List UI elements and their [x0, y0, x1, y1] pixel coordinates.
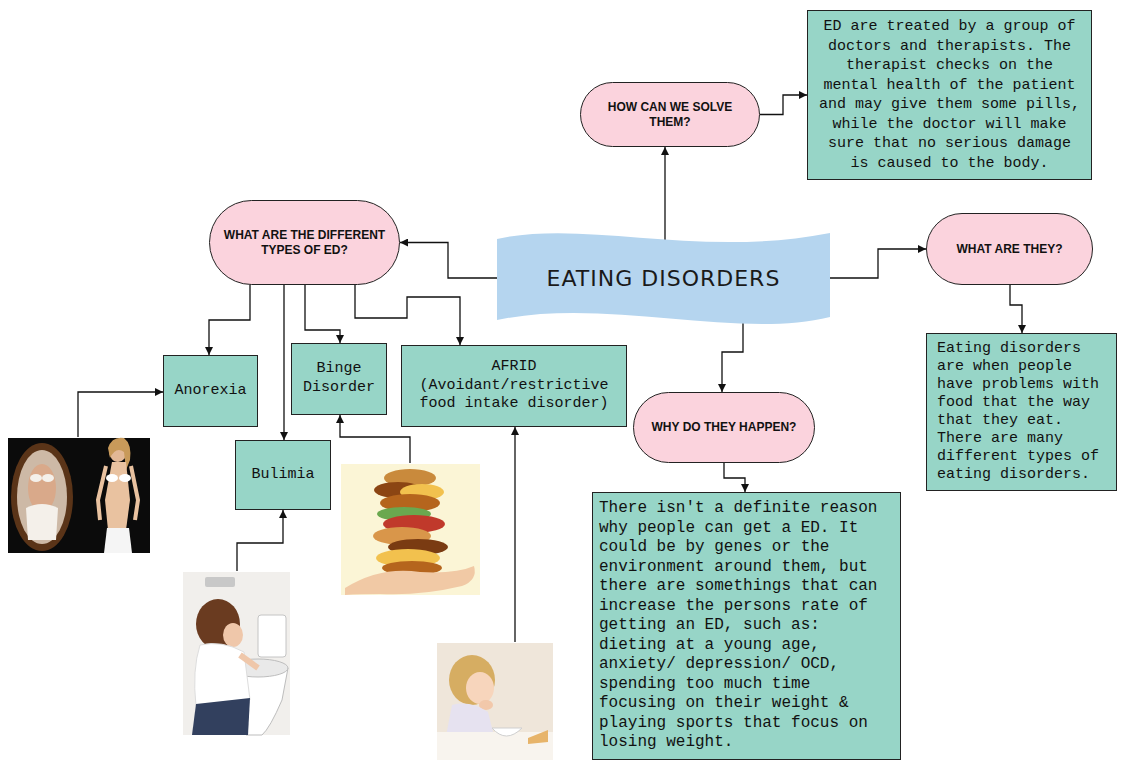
- connector-arrow: [1010, 285, 1022, 333]
- type-box: Anorexia: [163, 355, 258, 427]
- info-box: ED are treated by a group of doctors and…: [807, 10, 1092, 180]
- connector-arrow: [724, 463, 745, 492]
- leader-arrow: [78, 392, 163, 437]
- question-pill: WHAT ARE THE DIFFERENT TYPES OF ED?: [209, 200, 400, 285]
- node-text: Binge Disorder: [300, 360, 378, 398]
- connector-arrow: [355, 285, 460, 345]
- leader-arrow: [237, 510, 283, 571]
- food-pile-picture: [341, 464, 480, 595]
- question-pill: WHY DO THEY HAPPEN?: [633, 392, 815, 463]
- info-box: There isn't a definite reason why people…: [592, 492, 901, 760]
- connector-arrow: [722, 315, 743, 392]
- type-box: Bulimia: [235, 440, 331, 510]
- node-text: WHAT ARE THEY?: [939, 242, 1080, 256]
- node-text: EATING DISORDERS: [497, 266, 830, 291]
- leader-arrow: [514, 427, 515, 642]
- mirror-picture: [8, 438, 150, 553]
- node-text: Anorexia: [172, 382, 249, 401]
- connector-arrow: [305, 285, 340, 343]
- topic-banner: EATING DISORDERS: [497, 225, 830, 332]
- connector-arrow: [283, 285, 284, 440]
- node-text: HOW CAN WE SOLVE THEM?: [593, 100, 747, 129]
- question-pill: WHAT ARE THEY?: [926, 213, 1093, 285]
- node-text: Bulimia: [244, 466, 322, 485]
- connector-arrow: [760, 95, 807, 115]
- connector-arrow: [209, 285, 250, 355]
- info-box: Eating disorders are when people have pr…: [926, 333, 1117, 491]
- type-box: AFRID (Avoidant/restrictive food intake …: [401, 345, 627, 427]
- connector-arrow: [664, 147, 665, 245]
- node-text: Eating disorders are when people have pr…: [937, 340, 1106, 484]
- node-text: ED are treated by a group of doctors and…: [816, 17, 1083, 173]
- connector-arrow: [400, 243, 501, 279]
- bathroom-picture: [183, 572, 290, 735]
- child-picture: [437, 643, 553, 760]
- type-box: Binge Disorder: [291, 343, 387, 415]
- node-text: WHY DO THEY HAPPEN?: [646, 420, 802, 434]
- node-text: WHAT ARE THE DIFFERENT TYPES OF ED?: [222, 228, 387, 257]
- node-text: AFRID (Avoidant/restrictive food intake …: [410, 358, 618, 414]
- leader-arrow: [340, 415, 410, 463]
- connector-arrow: [826, 249, 926, 278]
- node-text: There isn't a definite reason why people…: [599, 499, 894, 753]
- question-pill: HOW CAN WE SOLVE THEM?: [580, 82, 760, 147]
